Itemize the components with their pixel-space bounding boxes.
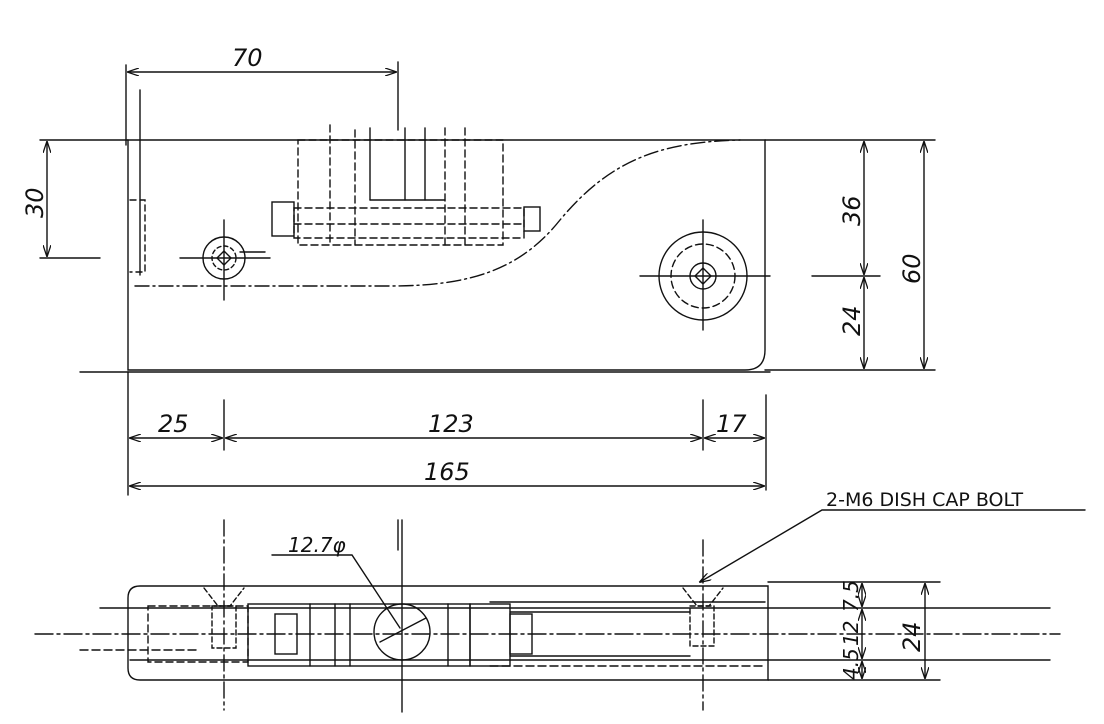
dim-70: 70 — [232, 44, 263, 72]
dim-60: 60 — [898, 253, 926, 284]
cam-profile-line — [134, 139, 741, 287]
dimension-labels: 70 30 36 24 60 25 123 17 165 7.5 12 4.5 … — [21, 44, 1023, 680]
dim-123: 123 — [428, 410, 474, 438]
bolt-note-leader — [700, 509, 1086, 582]
dim-30: 30 — [21, 187, 49, 218]
left-countersunk-bolt — [203, 519, 245, 711]
roller — [373, 519, 431, 713]
dim-36: 36 — [838, 195, 866, 226]
plate-outline — [127, 139, 766, 371]
right-bolt-hole — [639, 219, 771, 331]
dim-25: 25 — [158, 410, 189, 438]
dim-165: 165 — [424, 458, 470, 486]
slide-mechanism — [239, 124, 541, 253]
roller-diameter-label: 12.7φ — [288, 533, 346, 557]
dim-24: 24 — [838, 305, 866, 336]
bolt-note-label: 2-M6 DISH CAP BOLT — [826, 489, 1023, 511]
side-body-outline — [127, 585, 769, 681]
right-countersunk-bolt — [682, 539, 724, 711]
dim-side-24: 24 — [898, 621, 926, 652]
dim-12: 12 — [839, 621, 863, 646]
dim-17: 17 — [716, 410, 747, 438]
left-bolt-hole — [179, 219, 271, 301]
side-view — [34, 509, 1086, 713]
dim-7-5: 7.5 — [839, 580, 863, 612]
top-view — [39, 61, 936, 496]
dim-4-5: 4.5 — [839, 648, 863, 680]
